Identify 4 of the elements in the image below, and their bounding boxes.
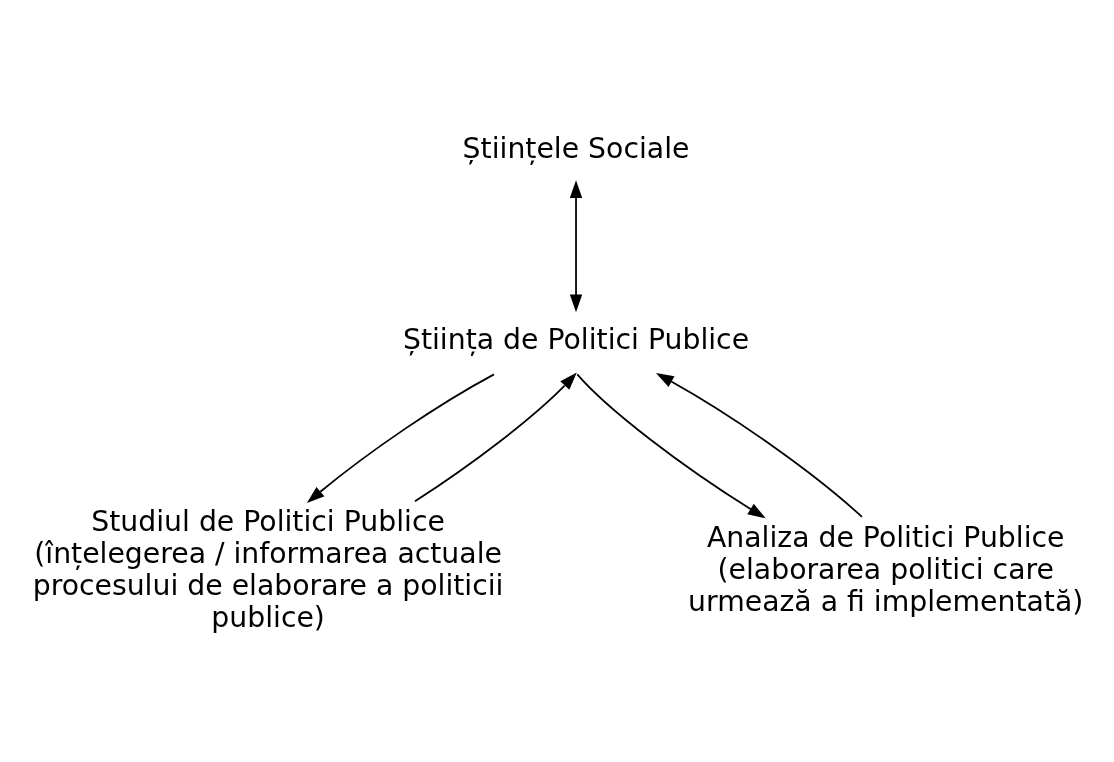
node-text: Analiza de Politici Publice (elaborarea politici care urmează a fi implementată) — [688, 521, 1084, 618]
node-text: Științele Sociale — [462, 131, 690, 165]
node-text: Știința de Politici Publice — [402, 322, 750, 356]
node-text: Studiul de Politici Publice (înțelegerea / informarea actuale procesului de elaborare a politicii publice) — [32, 505, 504, 634]
